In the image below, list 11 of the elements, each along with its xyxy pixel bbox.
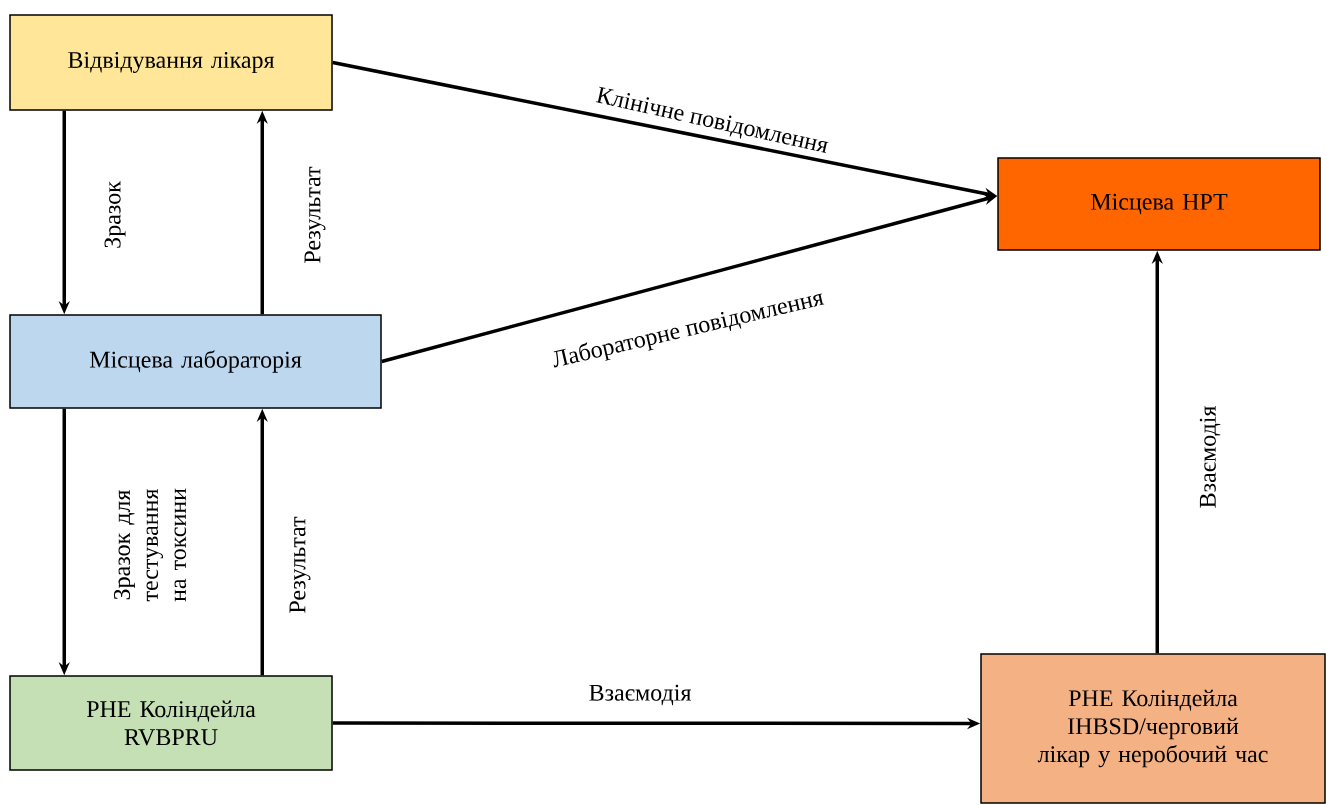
edge-label: Результат	[289, 516, 311, 613]
process-box: Місцева лабораторія	[9, 314, 382, 409]
edge-label: Зразок	[104, 181, 126, 248]
edge-label: Результат	[304, 166, 326, 263]
process-box: Відвідування лікаря	[9, 14, 333, 111]
edge-label: Зразок для тестування на токсини	[113, 488, 187, 602]
process-box: Місцева НРТ	[997, 157, 1321, 251]
process-box: PHE Коліндейла IHBSD/черговий лікар у неробочий час	[980, 653, 1326, 804]
edge-label: Взаємодія	[1199, 405, 1221, 508]
edge-label: Взаємодія	[589, 684, 692, 706]
process-box: PHE Коліндейла RVBPRU	[9, 675, 333, 771]
